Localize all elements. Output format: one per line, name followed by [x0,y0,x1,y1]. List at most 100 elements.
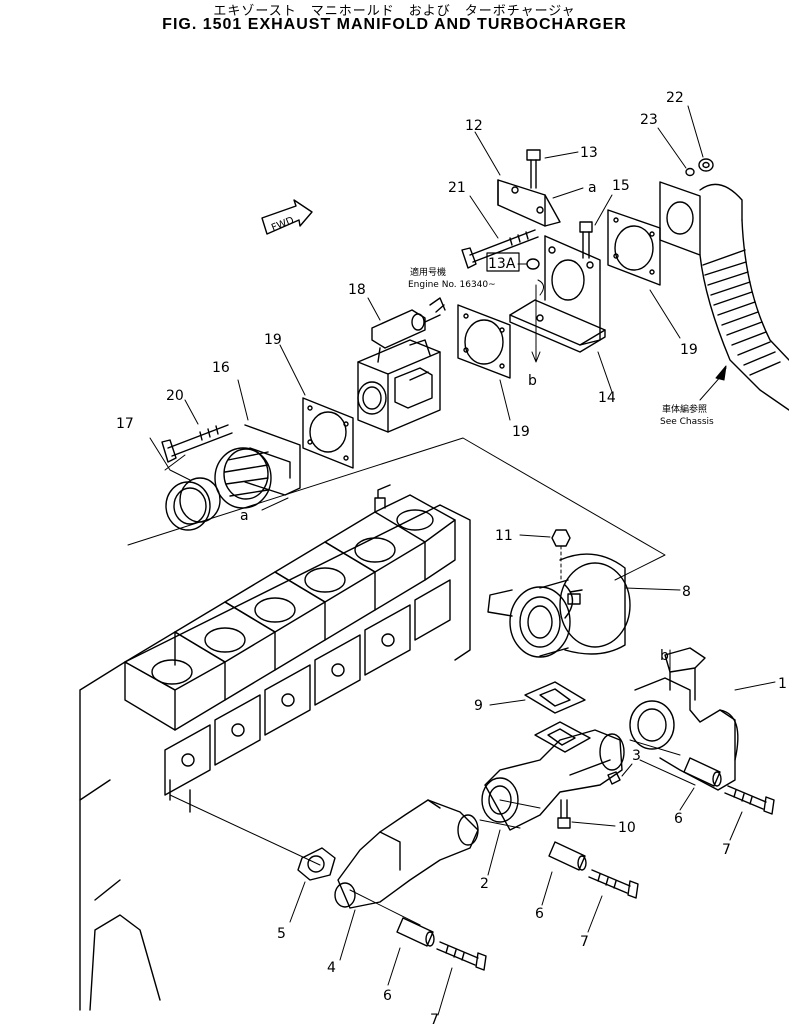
callout-9: 9 [474,698,483,714]
callout-1: 1 [778,676,787,692]
callout-20: 20 [166,388,184,404]
leader-8 [624,587,681,591]
ref-line-b-upper [531,284,541,363]
callout-5: 5 [277,926,286,942]
spacer-6-rear [683,757,722,787]
leader-4 [339,909,356,961]
leader-2 [487,829,501,876]
leader-13 [544,151,579,159]
alignment-line-1 [169,794,321,866]
notes: 適用号機 Engine No. 16340~ 車体編参照 See Chassis [408,266,714,427]
ref-line-a-upper [552,187,584,199]
callout-7-front: 7 [430,1012,439,1024]
bolt-13 [526,149,541,189]
callout-10: 10 [618,820,636,836]
leader-7-front [437,967,453,1016]
gasket-19-right [607,209,661,286]
leader-16 [237,379,249,421]
leader-6-rear [679,787,695,811]
spacer-6-center [548,841,587,871]
spacer-6-front [396,917,435,947]
bolt-15 [579,221,593,259]
leader-20 [184,399,199,425]
leader-23 [657,127,687,169]
leader-21 [469,195,499,239]
ref-b-upper: b [528,373,537,389]
rear-manifold [629,647,739,791]
front-manifold [334,799,479,909]
turbocharger [487,553,631,658]
leader-15 [594,194,613,226]
washer-13a [486,252,540,272]
callout-13a: 13A [488,256,516,272]
callout-16: 16 [212,360,230,376]
mounting-bracket [509,235,606,353]
callout-4: 4 [327,960,336,976]
callout-3: 3 [632,748,641,764]
manifold-gasket [297,847,336,881]
nut-11 [551,529,571,581]
callout-15: 15 [612,178,630,194]
callout-19-left: 19 [264,332,282,348]
callout-6-front: 6 [383,988,392,1004]
leader-7-rear [729,811,743,841]
leader-6-center [541,871,553,906]
leader-19-right [649,289,681,339]
figure-title: FIG. 1501 EXHAUST MANIFOLD AND TURBOCHAR… [162,16,627,33]
callout-7-rear: 7 [722,842,731,858]
bolt-21 [461,229,539,269]
gasket-19-left [302,397,354,469]
ref-line-a-lower [261,497,289,511]
leader-6-front [387,947,401,986]
leader-1 [734,681,776,691]
leader-7-center [587,895,603,933]
engine-serial-note: Engine No. 16340~ [408,280,496,290]
ref-b-lower: b [660,648,669,664]
leader-19-left [279,344,306,396]
subassembly-outline [127,437,666,581]
leader-22 [687,105,704,158]
engine-applicability-jp: 適用号機 [410,266,446,278]
callout-6-center: 6 [535,906,544,922]
gasket-19-mid [457,304,511,379]
callout-19-mid: 19 [512,424,530,440]
callout-18: 18 [348,282,366,298]
figure-title-japanese: エキゾースト マニホールド および ターボチャージャ [213,4,576,19]
callout-19-right: 19 [680,342,698,358]
bolt-7-rear [724,785,775,815]
exhaust-adapter [214,424,301,509]
leader-3 [621,763,633,777]
bolt-20 [161,424,233,463]
callout-13: 13 [580,145,598,161]
callout-17: 17 [116,416,134,432]
leader-19-mid [499,379,511,421]
callout-21: 21 [448,180,466,196]
leader-14 [597,351,613,393]
leader-17b [164,454,186,471]
leader-5 [289,881,306,923]
exhaust-flex-pipe [659,181,789,411]
ref-a-upper: a [588,180,597,196]
callout-22: 22 [666,90,684,106]
nut-22 [698,158,714,172]
chassis-note-jp: 車体編参照 [662,403,707,415]
leader-12 [474,131,501,176]
leader-9 [489,699,526,706]
callouts: 1 2 3 4 5 6 6 6 7 7 7 8 9 10 11 12 13 13… [116,90,787,1024]
exhaust-brake-valve [357,297,446,433]
center-manifold [481,721,625,831]
callout-6-rear: 6 [674,811,683,827]
engine-block [79,484,471,1011]
washer-23 [685,167,695,177]
callout-23: 23 [640,112,658,128]
fwd-arrow-icon: FWD [261,199,313,235]
callout-12: 12 [465,118,483,134]
chassis-note: See Chassis [660,417,714,427]
bolt-10 [557,799,571,829]
callout-14: 14 [598,390,616,406]
leader-11 [519,534,551,538]
callout-8: 8 [682,584,691,600]
bolt-7-center [588,869,639,899]
callout-2: 2 [480,876,489,892]
